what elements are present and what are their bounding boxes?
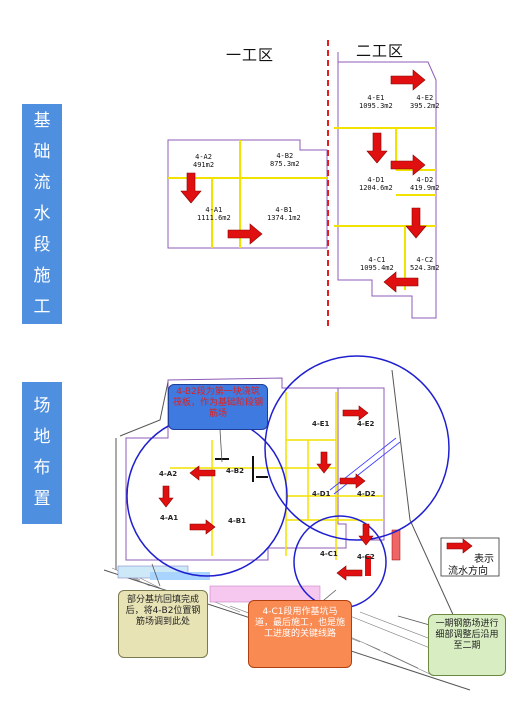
arrow-icon (383, 271, 419, 293)
flow-arrows (180, 69, 427, 293)
side-label-site-layout: 场地布置 (22, 382, 62, 524)
arrow-icon (316, 451, 332, 474)
arrow-icon (336, 565, 363, 581)
arrow-icon (180, 172, 202, 204)
callout-phase1-yard: 一期钢筋场进行细部调整后沿用至二期 (428, 614, 506, 676)
legend-label: 表示流水方向 (448, 554, 494, 577)
arrow-icon (390, 154, 426, 176)
arrow-icon (189, 519, 216, 535)
callout-partial-backfill: 部分基坑回填完成后，将4-B2位置钢筋场调到此处 (118, 590, 208, 658)
arrow-icon (358, 523, 374, 546)
arrow-icon (227, 223, 263, 245)
site-label-d1: 4-D1 (312, 490, 331, 498)
callout-b2-rebar-yard: 4-B2段为第一块浇筑筏板，作为基础阶段钢筋场 (168, 384, 268, 430)
arrow-icon (405, 207, 427, 239)
legend-arrow-icon (446, 538, 473, 554)
arrow-icon (158, 485, 174, 508)
arrow-icon (366, 132, 388, 164)
side-label-foundation-flow: 基础流水段施工 (22, 104, 62, 324)
arrow-icon (189, 465, 216, 481)
callout-c1-ramp: 4-C1段用作基坑马道，最后施工，也是施工进度的关键线路 (248, 600, 352, 668)
site-label-b2: 4-B2 (226, 467, 244, 475)
site-label-d2: 4-D2 (357, 490, 376, 498)
site-label-e1: 4-E1 (312, 420, 330, 428)
site-label-c1: 4-C1 (320, 550, 338, 558)
zone-one-title: 一工区 (226, 46, 275, 64)
site-label-b1: 4-B1 (228, 517, 246, 525)
site-label-a2: 4-A2 (159, 470, 178, 478)
zone-two-title: 二工区 (356, 42, 405, 60)
site-label-a1: 4-A1 (160, 514, 179, 522)
arrow-icon (390, 69, 426, 91)
arrow-icon (342, 405, 369, 421)
site-label-e2: 4-E2 (357, 420, 375, 428)
site-label-c2: 4-C2 (357, 553, 375, 561)
arrow-icon (339, 473, 366, 489)
